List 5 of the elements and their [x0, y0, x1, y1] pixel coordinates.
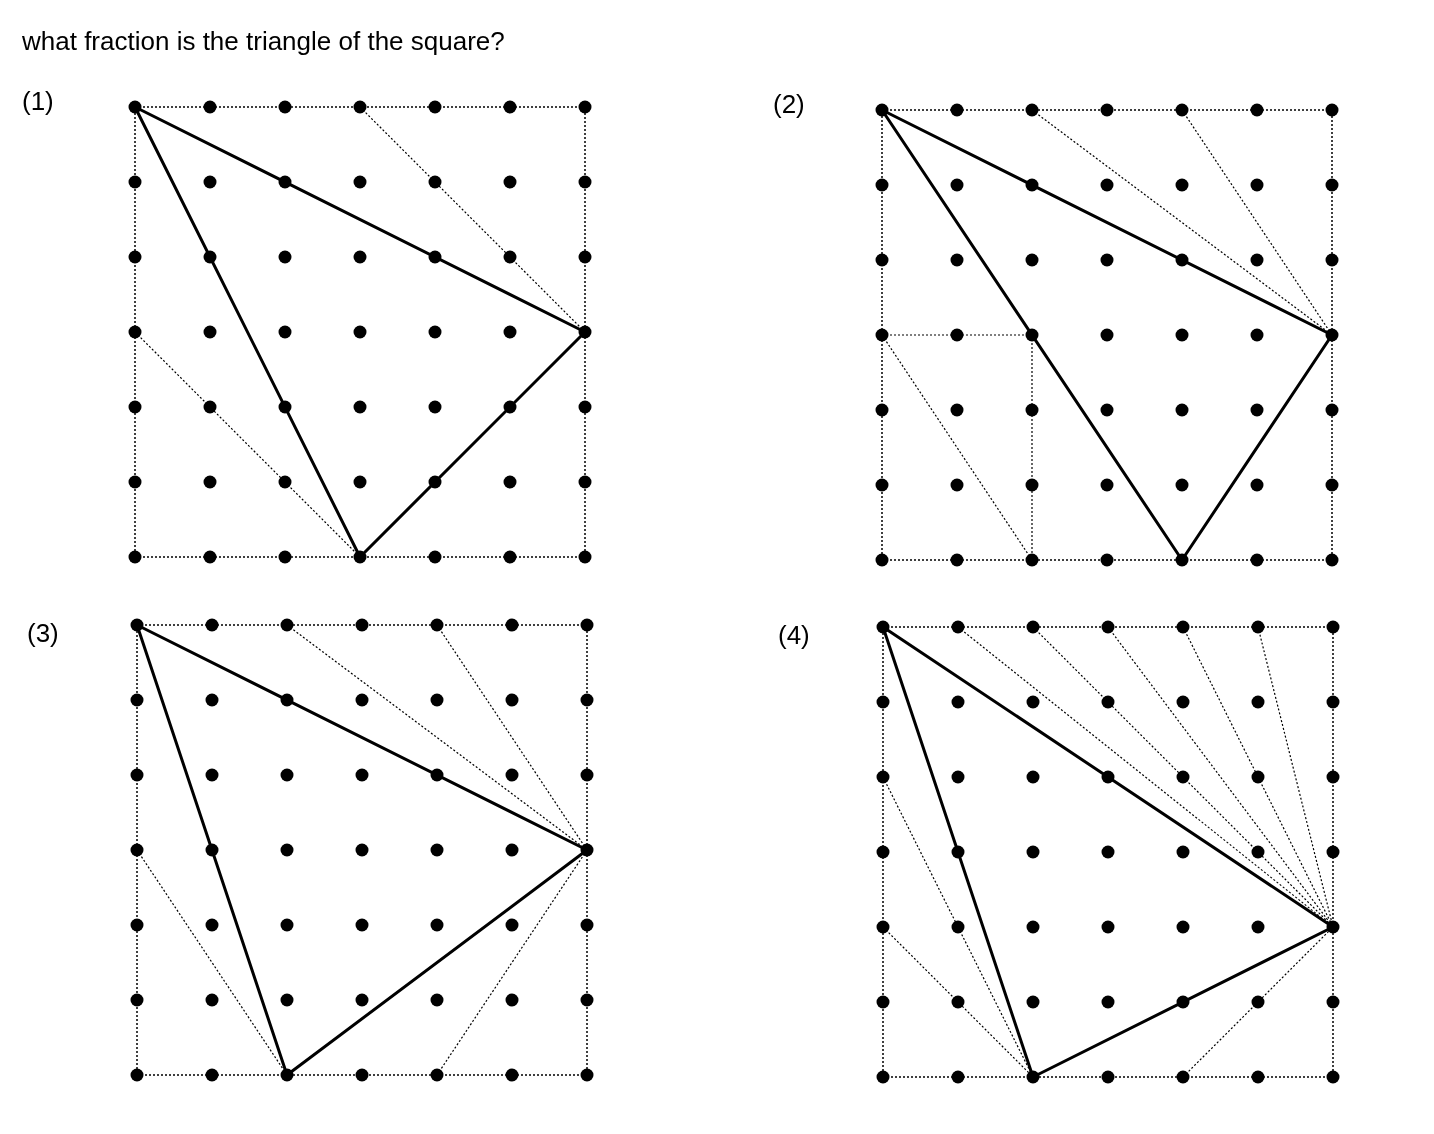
panel-number: (1)	[22, 86, 54, 117]
panel-number: (3)	[27, 618, 59, 649]
question-title: what fraction is the triangle of the square?	[22, 26, 505, 57]
panel-number: (2)	[773, 89, 805, 120]
panel-number: (4)	[778, 620, 810, 651]
